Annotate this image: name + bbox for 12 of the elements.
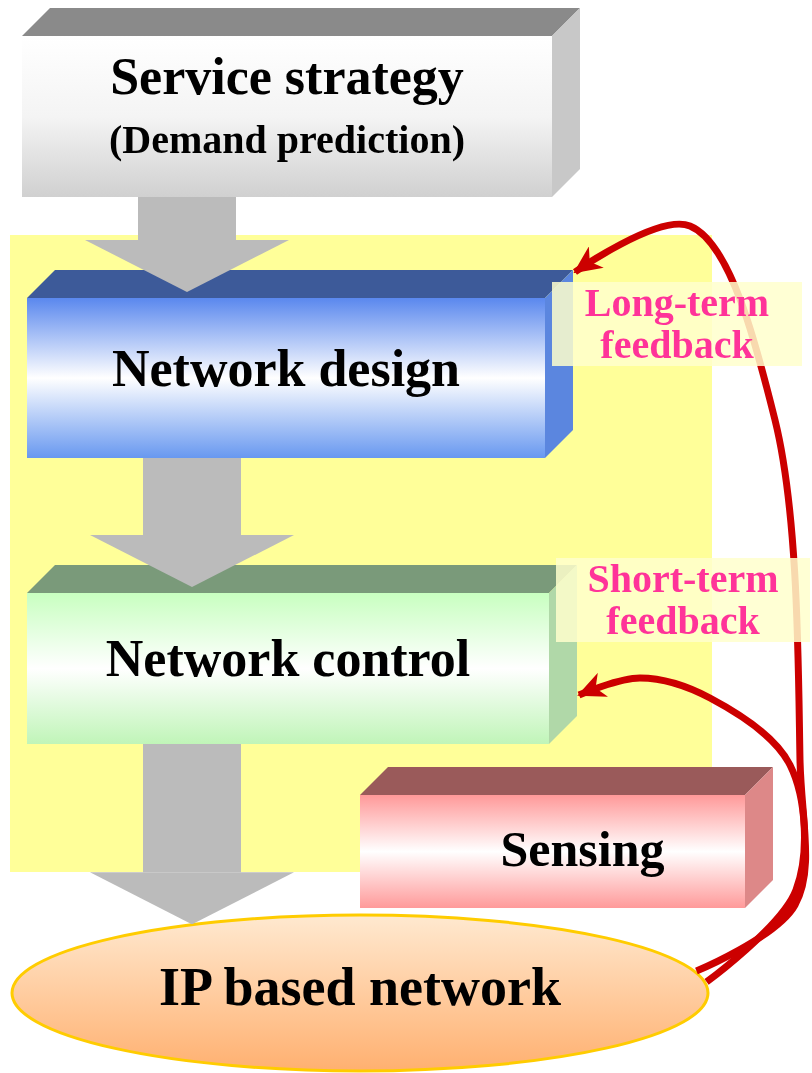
feedback-arrow <box>577 672 808 985</box>
edge-label: Long-term feedback <box>552 282 802 366</box>
block-arrow <box>85 197 289 292</box>
block-title: IP based network <box>157 958 562 1018</box>
block-subtitle: (Demand prediction) <box>108 118 466 162</box>
block-arrow <box>90 744 294 925</box>
block-arrow <box>90 458 294 587</box>
block-title: Sensing <box>499 822 666 877</box>
edge-label: Short-term feedback <box>556 558 810 642</box>
block-title: Network design <box>110 340 462 398</box>
block-title: Network control <box>104 630 472 688</box>
block-title: Service strategy <box>109 48 465 106</box>
